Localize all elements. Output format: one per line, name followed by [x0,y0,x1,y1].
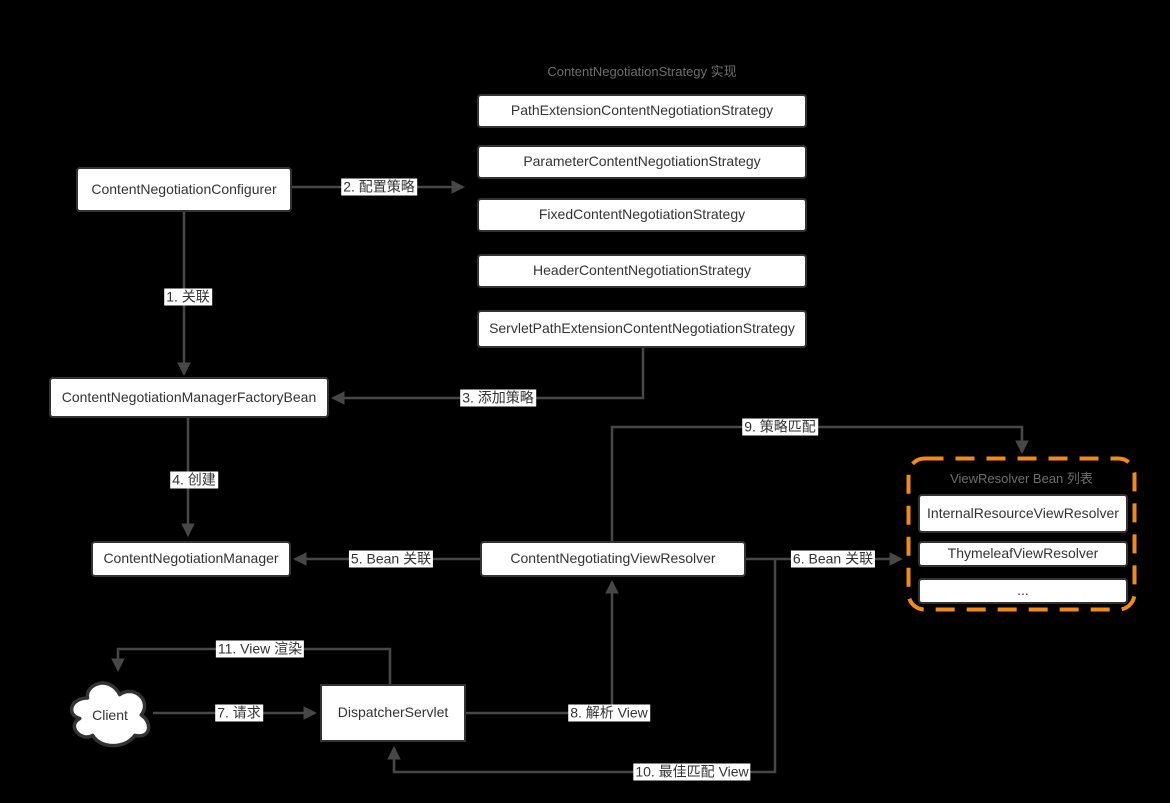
edge-label-6: 6. Bean 关联 [790,550,876,568]
resolver-group-border [906,456,1137,612]
client-label: Client [92,707,128,723]
edge-8-line [466,579,619,715]
strategy-group-title: ContentNegotiationStrategy 实现 [547,64,737,79]
strategy-item-parameter: ParameterContentNegotiationStrategy [477,145,807,179]
edge-label-4: 4. 创建 [170,471,218,489]
client-cloud: Client [64,674,156,752]
node-content-negotiation-manager-factory-bean: ContentNegotiationManagerFactoryBean [49,377,329,418]
edge-label-1: 1. 关联 [164,288,212,306]
edge-label-10: 10. 最佳匹配 View [633,763,751,781]
edge-label-9: 9. 策略匹配 [742,418,818,436]
edge-3-line [330,348,645,405]
resolver-item-internal-resource: InternalResourceViewResolver [918,494,1128,533]
resolver-item-thymeleaf: ThymeleafViewResolver [918,541,1128,567]
edge-label-7: 7. 请求 [215,704,263,722]
edge-label-5: 5. Bean 关联 [348,550,434,568]
cloud-icon [69,681,151,748]
edge-label-11: 11. View 渲染 [215,640,305,658]
edge-label-8: 8. 解析 View [568,704,650,722]
edge-label-2: 2. 配置策略 [341,178,417,196]
edge-label-3: 3. 添加策略 [460,389,536,407]
strategy-item-fixed: FixedContentNegotiationStrategy [477,198,807,232]
node-dispatcher-servlet: DispatcherServlet [320,684,466,742]
node-content-negotiating-view-resolver: ContentNegotiatingViewResolver [480,541,746,577]
node-content-negotiation-configurer: ContentNegotiationConfigurer [76,167,292,212]
resolver-group-title: ViewResolver Bean 列表 [950,471,1093,486]
edge-10-line [387,559,777,774]
resolver-item-ellipsis: ... [918,578,1128,604]
resolver-group: ViewResolver Bean 列表 InternalResourceVie… [906,456,1137,612]
strategy-item-header: HeaderContentNegotiationStrategy [477,254,807,288]
strategy-item-servlet-path-extension: ServletPathExtensionContentNegotiationSt… [477,310,807,348]
strategy-item-path-extension: PathExtensionContentNegotiationStrategy [477,94,807,128]
node-content-negotiation-manager: ContentNegotiationManager [91,541,291,577]
